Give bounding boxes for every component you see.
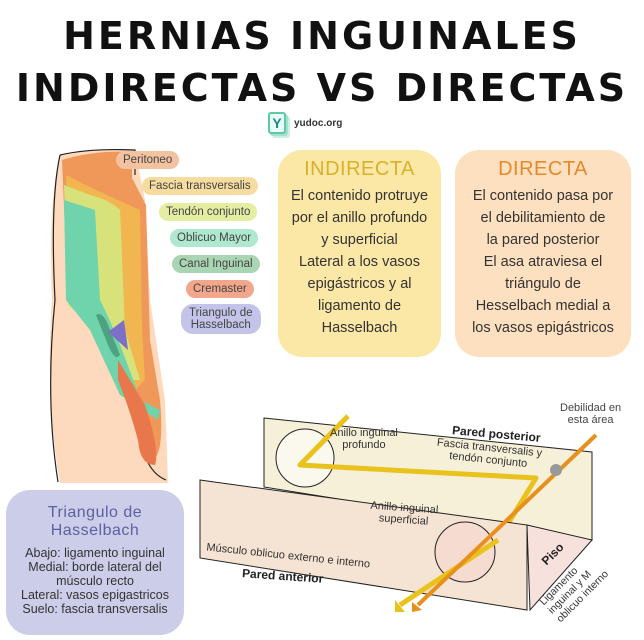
title-line-2: INDIRECTAS VS DIRECTAS xyxy=(15,66,629,110)
label-debilidad-line2: esta área xyxy=(567,414,614,426)
label-anillo-profundo-line2: profundo xyxy=(342,439,386,451)
triangulo-title-line1: Triangulo de xyxy=(47,504,143,521)
label-anillo-superficial: Anillo inguinal superficial xyxy=(369,500,439,529)
yudoc-logo[interactable]: Y yudoc.org xyxy=(268,112,342,134)
indirecta-line: El contenido protruye xyxy=(290,188,429,204)
legend-triangulo-line2: Hasselbach xyxy=(190,319,251,331)
indirecta-line: y superficial xyxy=(321,232,398,248)
legend-fascia-transversalis: Fascia transversalis xyxy=(142,177,258,195)
legend-triangulo-hasselbach: Triangulo de Hasselbach xyxy=(181,304,261,334)
label-anillo-profundo: Anillo inguinal profundo xyxy=(330,427,398,451)
triangulo-title: Triangulo de Hasselbach xyxy=(6,504,184,540)
legend-oblicuo-mayor: Oblicuo Mayor xyxy=(170,229,259,247)
directa-line: la pared posterior xyxy=(486,232,600,248)
indirecta-line: Hasselbach xyxy=(321,320,398,336)
indirecta-line: Lateral a los vasos xyxy=(299,254,420,270)
directa-line: triángulo de xyxy=(505,276,581,292)
directa-card: DIRECTA El contenido pasa por el debilit… xyxy=(455,150,631,357)
legend-cremaster: Cremaster xyxy=(186,280,254,298)
legend-canal-inguinal: Canal Inguinal xyxy=(172,255,260,273)
triangulo-line: Suelo: fascia transversalis xyxy=(22,602,168,616)
indirecta-line: por el anillo profundo xyxy=(291,210,428,226)
title-line-1: HERNIAS INGUINALES xyxy=(63,14,581,58)
triangulo-line: Lateral: vasos epigastricos xyxy=(21,588,169,602)
legend-tendon-conjunto: Tendón conjunto xyxy=(159,203,258,221)
directa-line: los vasos epigástricos xyxy=(472,320,614,336)
directa-line: El asa atraviesa el xyxy=(483,254,603,270)
indirecta-line: ligamento de xyxy=(317,298,402,314)
yudoc-logo-text: yudoc.org xyxy=(294,117,343,129)
indirecta-card: INDIRECTA El contenido protruye por el a… xyxy=(278,150,441,357)
yudoc-logo-icon: Y xyxy=(268,112,286,134)
indirecta-title: INDIRECTA xyxy=(304,158,415,180)
legend-triangulo-line1: Triangulo de xyxy=(189,307,253,319)
triangulo-line: músculo recto xyxy=(56,574,134,588)
triangulo-line: Abajo: ligamento inguinal xyxy=(25,546,165,560)
label-debilidad: Debilidad en esta área xyxy=(560,402,621,426)
directa-line: El contenido pasa por xyxy=(472,188,614,204)
triangulo-hasselbach-card: Triangulo de Hasselbach Abajo: ligamento… xyxy=(6,490,184,635)
label-anillo-profundo-line1: Anillo inguinal xyxy=(330,427,398,439)
directa-line: el debilitamiento de xyxy=(480,210,606,226)
label-debilidad-line1: Debilidad en xyxy=(560,402,622,414)
legend-peritoneo: Peritoneo xyxy=(116,151,180,169)
triangulo-title-line2: Hasselbach xyxy=(50,522,140,539)
indirecta-line: epigástricos y al xyxy=(307,276,412,292)
triangulo-line: Medial: borde lateral del xyxy=(28,560,162,574)
directa-line: Hesselbach medial a xyxy=(475,298,611,314)
directa-title: DIRECTA xyxy=(498,158,588,180)
